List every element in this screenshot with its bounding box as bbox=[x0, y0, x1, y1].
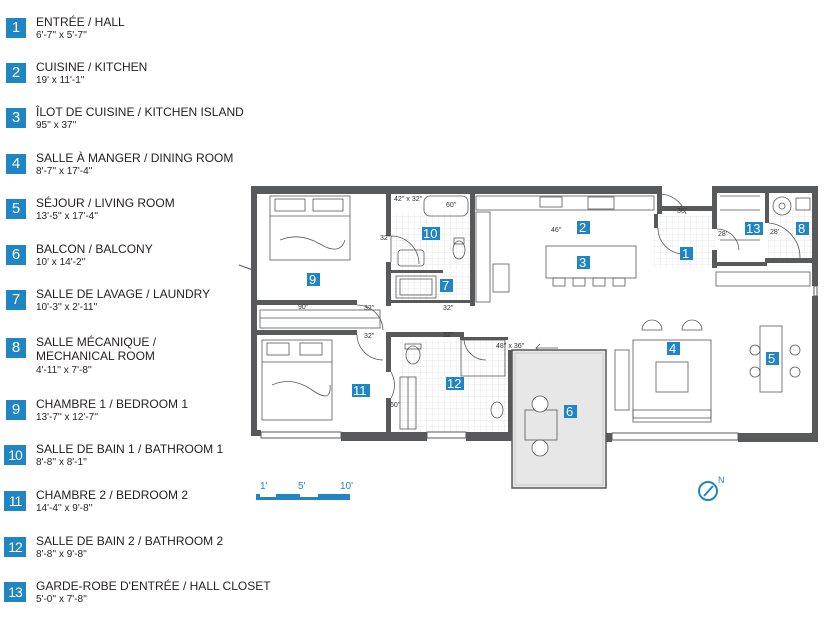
bathroom-1-fixtures bbox=[395, 195, 469, 299]
room-badge-3: 3 bbox=[579, 255, 586, 270]
scale-label-5: 5' bbox=[298, 481, 306, 492]
dim-kitchen: 46'' bbox=[551, 227, 561, 234]
dim-shower2: 48'' x 36'' bbox=[496, 343, 524, 350]
dim-bed2-door: 32'' bbox=[364, 333, 374, 340]
legend-dim: 8'-8'' x 8'-1'' bbox=[36, 457, 87, 468]
room-badge-10: 10 bbox=[423, 226, 437, 241]
dimension-labels: 42'' x 32'' 60'' 46'' 36'' 28' 28' 32'' … bbox=[298, 196, 779, 409]
legend-dim: 5'-0'' x 7'-8'' bbox=[36, 594, 87, 605]
bathroom-2-fixtures bbox=[399, 339, 506, 430]
legend-dim: 95'' x 37'' bbox=[36, 120, 77, 131]
legend-badge: 7 bbox=[6, 290, 26, 310]
room-badge-7: 7 bbox=[442, 278, 449, 293]
legend-badge: 1 bbox=[6, 18, 26, 38]
dim-mech: 28' bbox=[770, 229, 779, 236]
room-badges: 2 3 1 13 8 9 10 7 4 5 11 12 6 bbox=[307, 220, 809, 419]
scale-bar: 1' 5' 10' bbox=[256, 481, 353, 500]
legend-dim: 19' x 11'-1'' bbox=[36, 75, 85, 86]
bedroom-1-furniture bbox=[259, 195, 381, 329]
legend-dim: 10'-3'' x 2'-11'' bbox=[36, 302, 98, 313]
legend-name: SALLE MÉCANIQUE / bbox=[36, 335, 157, 349]
legend-name: BALCON / BALCONY bbox=[36, 242, 153, 256]
legend-badge: 3 bbox=[6, 108, 26, 128]
legend-dim: 8'-8'' x 9'-8'' bbox=[36, 549, 87, 560]
room-badge-12: 12 bbox=[447, 376, 461, 391]
legend-dim: 10' x 14'-2'' bbox=[36, 257, 86, 268]
legend-name: SALLE À MANGER / DINING ROOM bbox=[36, 151, 234, 165]
legend-badge: 13 bbox=[4, 582, 26, 602]
legend-badge: 5 bbox=[6, 199, 26, 219]
legend-name: ÎLOT DE CUISINE / KITCHEN ISLAND bbox=[36, 105, 244, 119]
dim-tub2: 60'' bbox=[390, 402, 400, 409]
legend-badge: 6 bbox=[6, 245, 26, 265]
dim-bath2-door: 32'' bbox=[443, 332, 453, 339]
legend-badge: 10 bbox=[4, 445, 26, 465]
dim-tub: 60'' bbox=[446, 202, 456, 209]
north-arrow-icon: N bbox=[698, 475, 725, 501]
doors bbox=[356, 193, 801, 399]
dim-bed1-door: 32'' bbox=[364, 305, 374, 312]
legend-badge: 4 bbox=[6, 154, 26, 174]
bedroom-2-furniture bbox=[261, 339, 333, 421]
scale-label-10: 10' bbox=[340, 481, 353, 492]
legend-badge: 12 bbox=[4, 537, 26, 557]
room-badge-5: 5 bbox=[768, 351, 775, 366]
north-label: N bbox=[718, 475, 725, 485]
legend-name: SALLE DE BAIN 1 / BATHROOM 1 bbox=[36, 442, 224, 456]
dim-entry: 36'' bbox=[677, 208, 687, 215]
room-badge-9: 9 bbox=[309, 272, 316, 287]
balcony bbox=[511, 349, 607, 489]
dim-bath1-door: 32'' bbox=[380, 235, 390, 242]
exterior-walls bbox=[251, 186, 818, 442]
room-badge-4: 4 bbox=[669, 341, 676, 356]
dim-closet: 28' bbox=[718, 231, 727, 238]
legend-badge: 11 bbox=[4, 491, 26, 511]
legend-name: SALLE DE LAVAGE / LAUNDRY bbox=[36, 287, 211, 301]
legend-dim: 8'-7'' x 17'-4'' bbox=[36, 166, 93, 177]
dim-laundry: 32'' bbox=[443, 305, 453, 312]
dim-shower: 42'' x 32'' bbox=[394, 196, 422, 203]
room-badge-8: 8 bbox=[798, 221, 805, 236]
room-badge-2: 2 bbox=[579, 220, 586, 235]
scale-label-1: 1' bbox=[260, 481, 268, 492]
room-badge-1: 1 bbox=[682, 246, 689, 261]
legend-dim: 4'-11'' x 7'-8'' bbox=[36, 365, 92, 376]
legend-name: GARDE-ROBE D'ENTRÉE / HALL CLOSET bbox=[36, 579, 271, 593]
legend-dim: 13'-7'' x 12'-7'' bbox=[36, 412, 99, 423]
legend-dim: 14'-4'' x 9'-8'' bbox=[36, 503, 93, 514]
legend-name: CUISINE / KITCHEN bbox=[36, 60, 148, 74]
living-dining-furniture bbox=[614, 319, 801, 423]
room-badge-13: 13 bbox=[746, 221, 760, 236]
room-badge-6: 6 bbox=[566, 404, 573, 419]
kitchen bbox=[475, 195, 655, 303]
room-badge-11: 11 bbox=[353, 383, 367, 398]
legend-name: CHAMBRE 2 / BEDROOM 2 bbox=[36, 488, 189, 502]
legend-name: CHAMBRE 1 / BEDROOM 1 bbox=[36, 397, 189, 411]
legend-dim: 6'-7'' x 5'-7'' bbox=[36, 30, 87, 41]
legend-name: SÉJOUR / LIVING ROOM bbox=[36, 196, 175, 210]
legend-dim: 13'-5'' x 17'-4'' bbox=[36, 211, 99, 222]
legend-name: ENTRÉE / HALL bbox=[36, 15, 125, 29]
windows bbox=[238, 249, 818, 441]
interior-walls bbox=[257, 193, 812, 432]
legend-badge: 8 bbox=[6, 338, 26, 358]
legend-name: SALLE DE BAIN 2 / BATHROOM 2 bbox=[36, 534, 224, 548]
legend-name-line2: MECHANICAL ROOM bbox=[36, 349, 155, 363]
legend-badge: 2 bbox=[6, 63, 26, 83]
legend-badge: 9 bbox=[6, 400, 26, 420]
dim-closet-bed1: 90'' bbox=[298, 304, 308, 311]
